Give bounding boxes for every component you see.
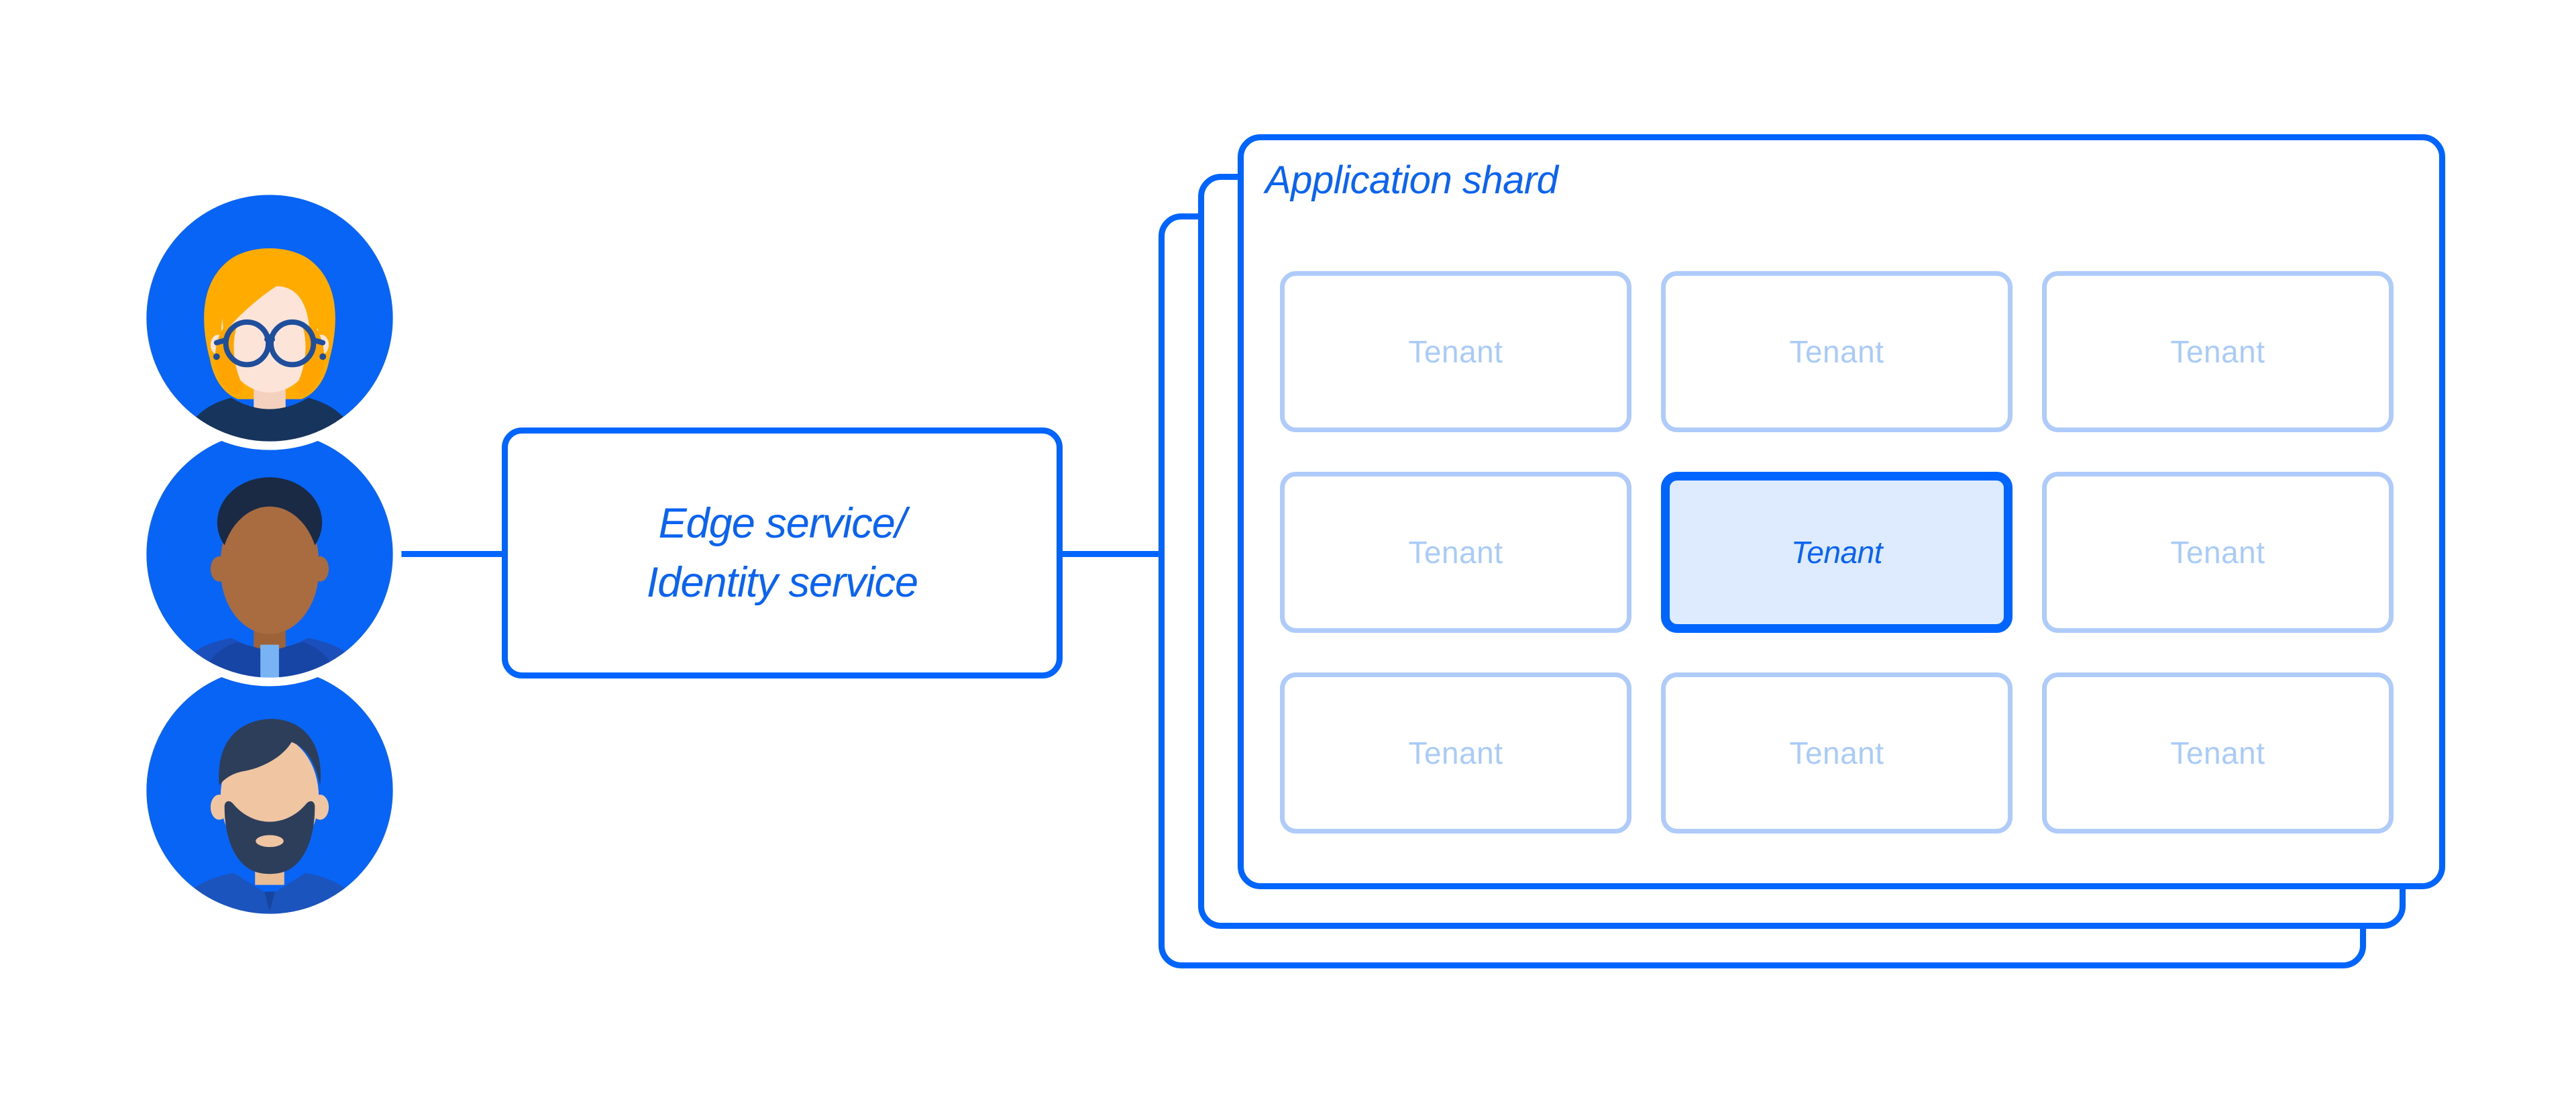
bearded-man-avatar-icon — [138, 658, 402, 923]
tenant-grid: Tenant Tenant Tenant Tenant Tenant Tenan… — [1280, 271, 2394, 834]
avatar-woman-with-glasses — [137, 185, 402, 451]
tenant-label: Tenant — [1791, 535, 1883, 570]
avatar-man-with-beard — [137, 658, 402, 923]
tenant-box: Tenant — [2042, 271, 2394, 432]
tenant-box: Tenant — [1280, 672, 1631, 834]
tenant-label: Tenant — [2170, 535, 2265, 570]
edge-service-label-line1: Edge service/ — [658, 500, 907, 547]
tenant-box: Tenant — [2042, 672, 2394, 834]
application-shard-title: Application shard — [1265, 158, 1558, 202]
shard-panel-front: Application shard Tenant Tenant Tenant T… — [1238, 134, 2445, 889]
tenant-label: Tenant — [2170, 736, 2265, 770]
connector-edge-to-shard — [1059, 551, 1161, 557]
connector-users-to-edge — [396, 551, 504, 557]
edge-identity-service-box: Edge service/ Identity service — [502, 428, 1063, 678]
tenant-label: Tenant — [1408, 535, 1503, 570]
man-avatar-icon — [138, 422, 402, 687]
tenant-box: Tenant — [1280, 271, 1631, 432]
avatar-man-short-hair — [137, 421, 402, 687]
tenant-box: Tenant — [1661, 271, 2012, 432]
tenant-label: Tenant — [1789, 736, 1884, 770]
tenant-label: Tenant — [1408, 334, 1503, 369]
tenant-box: Tenant — [1661, 672, 2012, 834]
tenant-label: Tenant — [1408, 736, 1503, 770]
edge-service-label-line2: Identity service — [646, 559, 918, 606]
tenant-label: Tenant — [1789, 334, 1884, 369]
tenant-box: Tenant — [1280, 472, 1631, 633]
tenant-label: Tenant — [2170, 334, 2265, 369]
tenant-box-highlighted: Tenant — [1661, 472, 2012, 633]
woman-avatar-icon — [138, 186, 402, 450]
tenant-box: Tenant — [2042, 472, 2394, 633]
